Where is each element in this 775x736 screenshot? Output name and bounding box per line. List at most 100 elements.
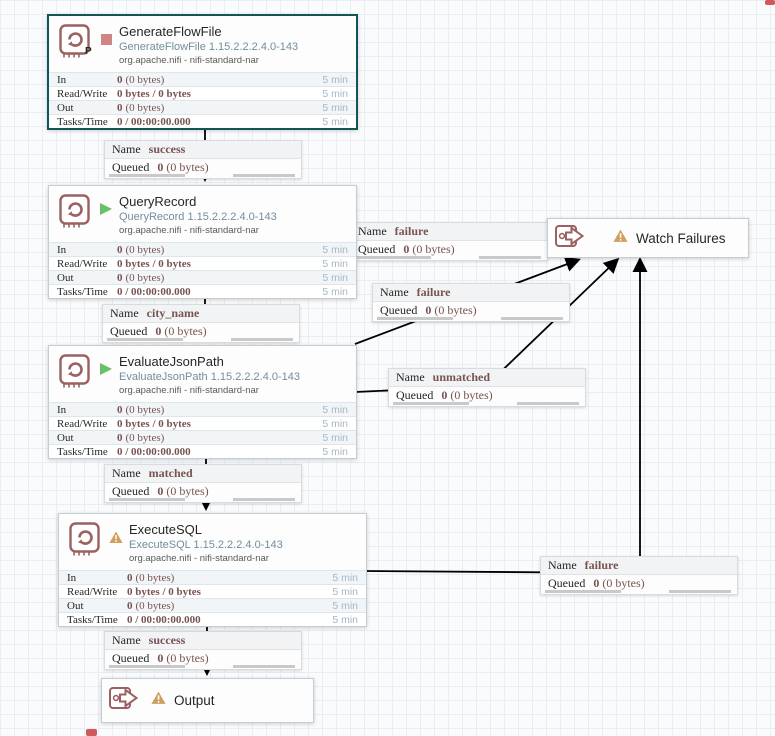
processor-icon [59,24,91,62]
processor-type-version: GenerateFlowFile 1.15.2.2.2.4.0-143 [119,41,299,53]
queue-percent-bar [377,317,453,320]
time-window: 5 min [322,115,348,128]
relationship-name: success [148,142,186,156]
relationship-name: failure [394,224,429,238]
queued-key: Queued [112,160,150,174]
output-port-watch-failures[interactable]: Watch Failures [547,218,749,258]
processor-icon [69,522,101,560]
processor-generateflowfile[interactable]: P GenerateFlowFile GenerateFlowFile 1.15… [47,14,358,130]
processor-icon [59,194,91,232]
processor-queryrecord[interactable]: QueryRecord QueryRecord 1.15.2.2.2.4.0-1… [48,185,357,299]
port-name: Watch Failures [636,230,726,246]
time-window: 5 min [322,101,348,114]
relationship-name: unmatched [432,370,490,384]
time-window: 5 min [322,73,348,86]
name-key: Name [112,633,141,647]
queued-key: Queued [380,303,418,317]
queue-percent-bar [107,338,183,341]
name-key: Name [112,466,141,480]
time-window: 5 min [322,271,348,284]
queue-percent-bar [479,256,541,259]
time-window: 5 min [322,243,348,256]
offscreen-component-sliver [765,0,775,5]
offscreen-component-sliver [86,729,97,736]
connection-label-failure-1[interactable]: Name failure Queued 0(0 bytes) [350,222,548,261]
output-port-output[interactable]: Output [101,678,314,723]
name-key: Name [380,285,409,299]
queued-count: 0 [157,484,164,498]
queued-key: Queued [110,324,148,338]
processor-evaluatejsonpath[interactable]: EvaluateJsonPath EvaluateJsonPath 1.15.2… [48,345,357,459]
processor-bundle: org.apache.nifi - nifi-standard-nar [119,225,259,236]
queue-percent-bar [233,498,295,501]
processor-bundle: org.apache.nifi - nifi-standard-nar [119,385,259,396]
name-key: Name [110,306,139,320]
output-port-icon [109,685,139,716]
queued-size: (0 bytes) [412,242,455,256]
relationship-name: matched [148,466,193,480]
queue-percent-bar [501,317,563,320]
queued-size: (0 bytes) [602,576,645,590]
queued-size: (0 bytes) [166,160,209,174]
queued-size: (0 bytes) [166,651,209,665]
processor-name: ExecuteSQL [129,522,202,537]
processor-bundle: org.apache.nifi - nifi-standard-nar [119,55,259,66]
queued-key: Queued [112,651,150,665]
time-window: 5 min [322,445,348,458]
queue-percent-bar [545,590,621,593]
queue-percent-bar [233,665,295,668]
queued-size: (0 bytes) [450,388,493,402]
processor-name: EvaluateJsonPath [119,354,224,369]
stopped-icon [99,32,113,46]
queue-percent-bar [517,402,579,405]
queued-size: (0 bytes) [166,484,209,498]
processor-type-version: ExecuteSQL 1.15.2.2.2.4.0-143 [129,539,283,551]
processor-icon [59,354,91,392]
relationship-name: failure [416,285,451,299]
queued-key: Queued [396,388,434,402]
time-window: 5 min [322,431,348,444]
time-window: 5 min [332,613,358,626]
queued-count: 0 [155,324,162,338]
queued-key: Queued [548,576,586,590]
processor-executesql[interactable]: ExecuteSQL ExecuteSQL 1.15.2.2.2.4.0-143… [58,513,367,627]
invalid-warning-icon [151,691,166,710]
running-icon [99,202,113,216]
queue-percent-bar [231,338,293,341]
time-window: 5 min [322,285,348,298]
time-window: 5 min [322,87,348,100]
queue-percent-bar [669,590,731,593]
name-key: Name [112,142,141,156]
queue-percent-bar [109,174,185,177]
name-key: Name [358,224,387,238]
time-window: 5 min [322,257,348,270]
processor-name: QueryRecord [119,194,197,209]
time-window: 5 min [332,585,358,598]
queued-count: 0 [157,651,164,665]
processor-type-version: QueryRecord 1.15.2.2.2.4.0-143 [119,211,277,223]
port-name: Output [174,693,215,708]
queued-count: 0 [403,242,410,256]
queue-percent-bar [233,174,295,177]
queued-key: Queued [358,242,396,256]
processor-bundle: org.apache.nifi - nifi-standard-nar [129,553,269,564]
